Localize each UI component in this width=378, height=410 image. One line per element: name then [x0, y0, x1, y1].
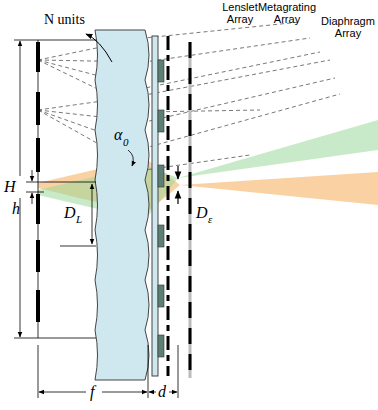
callout-label: N units — [44, 12, 85, 27]
h-dim-up — [20, 41, 21, 176]
lenslet-array — [95, 30, 149, 380]
dimension-symbol: D — [64, 204, 76, 222]
green-beam — [38, 120, 378, 220]
metagrating-element — [158, 335, 164, 357]
dim-tick — [148, 345, 149, 398]
dimension-symbol: H — [4, 178, 16, 196]
dashed-ray — [38, 78, 335, 122]
dim-tick — [178, 345, 179, 398]
f-dim-a — [39, 392, 86, 393]
subscript: 0 — [123, 136, 129, 148]
diaphragm-array — [189, 42, 192, 378]
d-dim-b — [169, 392, 177, 393]
metagrating-substrate — [152, 36, 158, 376]
metagrating-element — [158, 285, 164, 307]
diaphragm-gray — [189, 42, 192, 378]
subscript: L — [76, 213, 82, 225]
component-label: Lenslet Array — [216, 1, 264, 25]
dimension-symbol: h — [12, 200, 20, 218]
h-dim-down — [20, 198, 21, 337]
dimension-symbol: D — [196, 204, 208, 222]
dashed-ray — [38, 60, 330, 110]
hh-ext — [26, 182, 96, 183]
de-arrow-bot — [177, 191, 178, 204]
hh-arrow-b — [32, 193, 33, 204]
dimension-symbol: d — [158, 383, 166, 401]
de-arrow-top — [177, 166, 178, 179]
component-label: Diaphragm Array — [320, 15, 376, 39]
hh-arrow-a — [32, 170, 33, 181]
d-dim-a — [149, 392, 156, 393]
metagrating-element — [158, 60, 164, 82]
dimension-symbol: f — [90, 383, 94, 401]
metagrating-element — [158, 165, 164, 187]
metagrating-element — [158, 110, 164, 132]
callout-arrow — [86, 34, 112, 62]
hh-ext2 — [26, 192, 44, 193]
h-ext-top — [14, 40, 96, 41]
h-ext-bot — [14, 338, 96, 339]
dim-tick — [38, 345, 39, 398]
dl-ext — [60, 246, 96, 247]
component-label: Metagrating Array — [254, 1, 320, 25]
dashed-ray — [38, 38, 310, 62]
f-dim-b — [102, 392, 147, 393]
unit-column — [38, 40, 39, 338]
angle-symbol: α — [114, 126, 122, 144]
subscript: ε — [208, 213, 212, 225]
metagrating-line — [167, 36, 170, 376]
angle-arc — [128, 150, 133, 166]
dashed-ray — [38, 52, 320, 88]
dl-dim — [92, 184, 93, 244]
metagrating-element — [158, 225, 164, 247]
